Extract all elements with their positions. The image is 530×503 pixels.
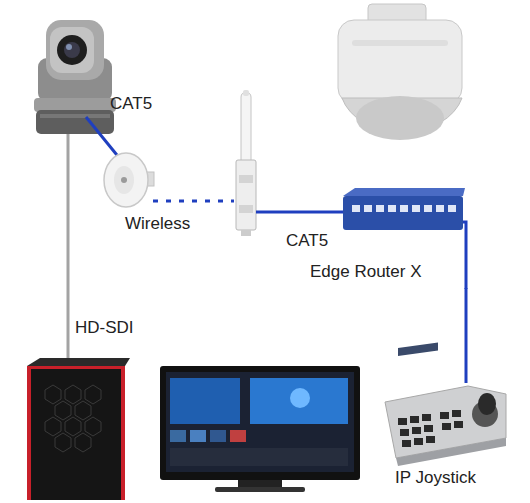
ptz-camera-part <box>50 27 94 73</box>
monitor-part <box>166 372 354 472</box>
cable-label: CAT5 <box>286 231 328 251</box>
ip-joystick-part <box>410 416 419 423</box>
radio-dish-part <box>121 177 127 183</box>
router-part <box>352 205 360 212</box>
router-part <box>376 205 384 212</box>
router-part <box>448 205 456 212</box>
dome-camera-part <box>338 20 462 104</box>
omni-antenna-part <box>239 205 253 213</box>
cat5-cable-part <box>256 211 345 214</box>
wireless-link <box>153 201 234 202</box>
monitor-part <box>215 487 305 492</box>
ptz-camera <box>34 20 116 134</box>
ptz-camera-part <box>40 114 110 118</box>
hd-sdi-cable <box>68 132 69 368</box>
monitor-part <box>170 378 240 424</box>
ip-joystick-part <box>402 440 411 447</box>
router <box>343 188 465 230</box>
device-label: Edge Router X <box>310 262 422 282</box>
pc-tower-part <box>27 366 31 500</box>
monitor-part <box>210 430 226 442</box>
hd-sdi-cable-part <box>67 132 70 368</box>
cable-label: CAT5 <box>110 94 152 114</box>
ip-joystick-part <box>396 438 506 466</box>
router-cable <box>463 222 466 289</box>
router-part <box>364 205 372 212</box>
monitor-part <box>170 430 186 442</box>
cable-label: HD-SDI <box>75 318 134 338</box>
pc-tower-part <box>27 366 125 500</box>
omni-antenna-part <box>236 160 256 230</box>
pc-tower-part <box>121 366 125 500</box>
radio-dish <box>104 153 154 207</box>
ip-joystick-part <box>424 425 433 432</box>
ip-joystick-part <box>454 421 463 428</box>
pc-tower-part <box>31 366 121 369</box>
ip-joystick-part <box>452 410 461 417</box>
ip-joystick-part <box>398 418 407 425</box>
cat5-cable <box>256 212 345 213</box>
router-part <box>412 205 420 212</box>
dome-camera-part <box>352 40 448 46</box>
ptz-camera-part <box>57 35 87 65</box>
omni-antenna-part <box>239 175 253 183</box>
ip-joystick-part <box>422 414 431 421</box>
pc-tower-part <box>45 385 101 452</box>
ip-joystick-part <box>400 429 409 436</box>
link-label: Wireless <box>125 214 190 234</box>
ip-joystick-part <box>440 412 449 419</box>
omni-antenna-part <box>243 90 249 96</box>
monitor-part <box>290 388 310 408</box>
radio-dish-part <box>114 166 134 194</box>
router-part <box>343 188 465 196</box>
monitor-part <box>170 448 348 466</box>
dome-camera <box>338 4 462 140</box>
pc-tower <box>27 358 130 500</box>
joystick-node: IP Joystick <box>380 383 510 497</box>
dome-camera-part <box>356 96 444 140</box>
cat5-cable-part <box>86 117 121 160</box>
router-part <box>400 205 408 212</box>
monitor-part <box>160 366 360 480</box>
ptz-camera-part <box>36 110 114 134</box>
ip-joystick <box>385 342 506 466</box>
pc-tower-part <box>27 358 130 366</box>
ip-joystick-part <box>412 427 421 434</box>
router-part <box>424 205 432 212</box>
cat5-connector <box>465 288 468 383</box>
router-part <box>436 205 444 212</box>
monitor-part <box>238 480 282 488</box>
monitor-part <box>230 430 246 442</box>
router-part <box>343 196 463 230</box>
ip-joystick-part <box>442 423 451 430</box>
router-part <box>388 205 396 212</box>
omni-antenna-part <box>241 230 251 236</box>
omni-antenna <box>236 90 256 236</box>
cat5-cable <box>86 117 121 160</box>
monitor-part <box>250 378 348 424</box>
ip-joystick-part <box>478 393 496 415</box>
ptz-camera-part <box>66 44 72 50</box>
ip-joystick-part <box>426 436 435 443</box>
device-label: IP Joystick <box>395 468 476 488</box>
ptz-camera-part <box>64 42 80 58</box>
monitor-part <box>190 430 206 442</box>
router-cable-part <box>463 222 466 289</box>
radio-dish-part <box>104 153 148 207</box>
wireless-link-part <box>153 200 234 203</box>
ip-joystick-part <box>398 342 438 356</box>
monitor <box>160 366 360 492</box>
ip-joystick-part <box>414 438 423 445</box>
ptz-camera-part <box>46 20 104 80</box>
ptz-camera-part <box>34 98 116 112</box>
